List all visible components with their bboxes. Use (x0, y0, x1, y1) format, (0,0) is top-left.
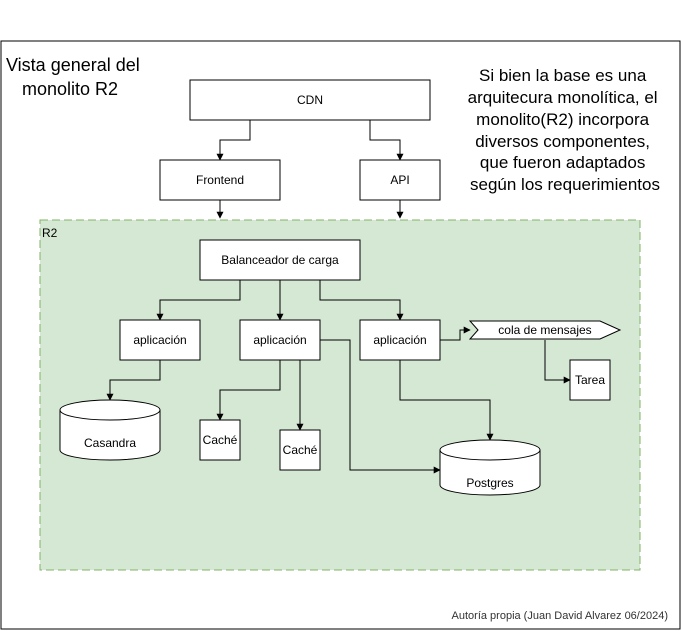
cassandra-label: Casandra (84, 436, 136, 450)
frontend-node: Frontend (159, 159, 281, 201)
app-node-1: aplicación (119, 319, 201, 361)
message-queue-label: cola de mensajes (498, 323, 591, 337)
cassandra-database: Casandra (59, 399, 161, 461)
app-label: aplicación (373, 333, 426, 347)
r2-region-label: R2 (42, 226, 58, 240)
author-credit: Autoría propia (Juan David Alvarez 06/20… (452, 610, 668, 622)
task-label: Tarea (575, 373, 605, 387)
app-node-3: aplicación (359, 319, 441, 361)
edge-cdn-frontend (216, 120, 251, 161)
note-line: que fueron adaptados (480, 153, 645, 172)
app-node-2: aplicación (239, 319, 321, 361)
edge-app3-postgres (399, 360, 494, 441)
api-label: API (390, 173, 409, 187)
app-label: aplicación (253, 333, 306, 347)
title-line: Vista general del (6, 55, 140, 75)
edge-balancer-app1 (156, 280, 241, 321)
cache-label: Caché (283, 443, 318, 457)
app-label: aplicación (133, 333, 186, 347)
cache-label: Caché (203, 433, 238, 447)
postgres-label: Postgres (466, 476, 513, 490)
diagram-title: Vista general del monolito R2 (6, 55, 145, 99)
note-line: arquitecura monolítica, el (468, 88, 658, 107)
frontend-label: Frontend (196, 173, 244, 187)
load-balancer-label: Balanceador de carga (221, 253, 339, 267)
note-line: Si bien la base es una (479, 66, 647, 85)
postgres-database: Postgres (439, 439, 541, 496)
cache-node-1: Caché (199, 419, 241, 461)
edge-cdn-api (369, 120, 404, 161)
message-queue-node: cola de mensajes (468, 320, 622, 340)
edge-balancer-app3 (319, 280, 404, 321)
edge-app1-cassandra (106, 360, 161, 401)
note-line: diversos componentes, (475, 132, 650, 151)
cdn-label: CDN (297, 93, 323, 107)
edge-app2-postgres (320, 339, 441, 474)
description-note: Si bien la base es una arquitecura monol… (468, 66, 663, 194)
title-line: monolito R2 (22, 79, 118, 99)
cache-node-2: Caché (279, 429, 321, 471)
cdn-node: CDN (189, 79, 431, 121)
note-line: según los requerimientos (470, 175, 660, 194)
edge-app2-cache1 (216, 360, 281, 421)
api-node: API (359, 159, 441, 201)
edge-app3-queue (440, 326, 471, 341)
edge-queue-task (544, 340, 571, 384)
task-node: Tarea (569, 359, 611, 401)
connectors (106, 120, 571, 474)
load-balancer-node: Balanceador de carga (199, 239, 361, 281)
note-line: monolito(R2) incorpora (476, 110, 649, 129)
